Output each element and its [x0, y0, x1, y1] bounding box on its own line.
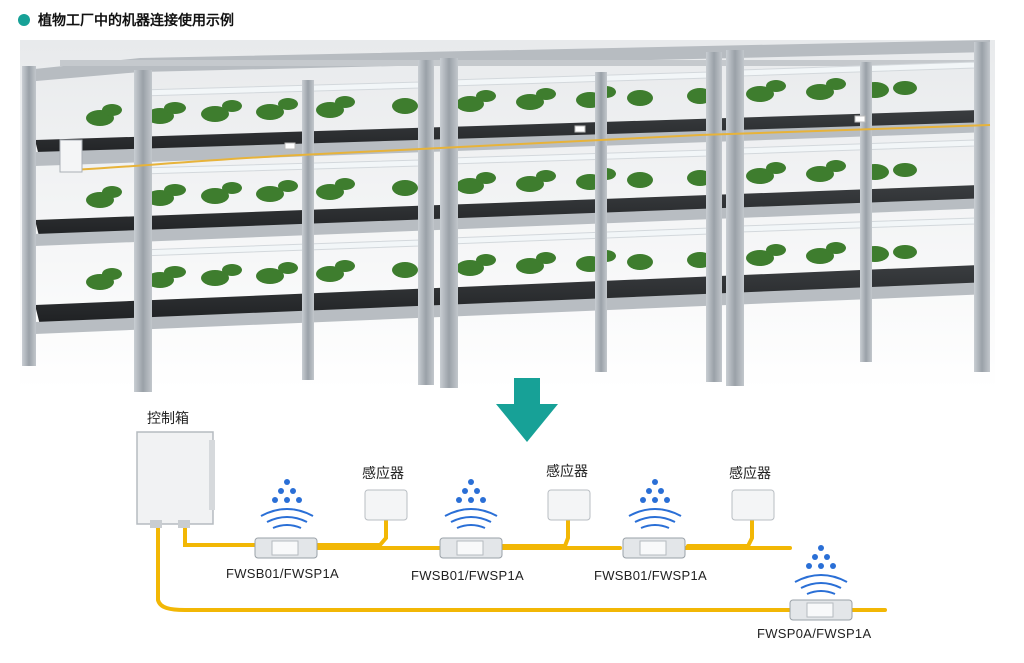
module-label-3: FWSB01/FWSP1A [594, 568, 707, 583]
plant-rack-illustration [20, 40, 995, 392]
module-label-1: FWSB01/FWSP1A [226, 566, 339, 581]
shelf-level-2 [35, 185, 990, 246]
sensor-label-2: 感应器 [546, 464, 588, 480]
dot-icon [18, 14, 30, 26]
water-sensor-module-3 [622, 537, 686, 559]
sensor-box-2 [547, 489, 591, 521]
module-label-2: FWSB01/FWSP1A [411, 568, 524, 583]
page-title: 植物工厂中的机器连接使用示例 [18, 10, 234, 30]
sensor-box-3 [731, 489, 775, 521]
control-box [136, 431, 215, 528]
title-text: 植物工厂中的机器连接使用示例 [38, 13, 234, 29]
sensor-label-1: 感应器 [362, 466, 404, 482]
water-sensor-module-4 [789, 599, 853, 621]
control-box-label: 控制箱 [147, 411, 189, 427]
shelf-level-3 [35, 265, 990, 334]
sensor-label-3: 感应器 [729, 466, 771, 482]
arrow-down-icon [496, 378, 558, 442]
cable-network [156, 518, 887, 612]
water-drop-icon [794, 545, 848, 595]
water-drop-icon [260, 479, 314, 529]
water-drop-icon [444, 479, 498, 529]
sensor-box-1 [364, 489, 408, 521]
module-label-4: FWSP0A/FWSP1A [757, 626, 872, 641]
water-drop-icon [628, 479, 682, 529]
plants [86, 78, 917, 290]
water-sensor-module-2 [439, 537, 503, 559]
water-sensor-module-1 [254, 537, 318, 559]
